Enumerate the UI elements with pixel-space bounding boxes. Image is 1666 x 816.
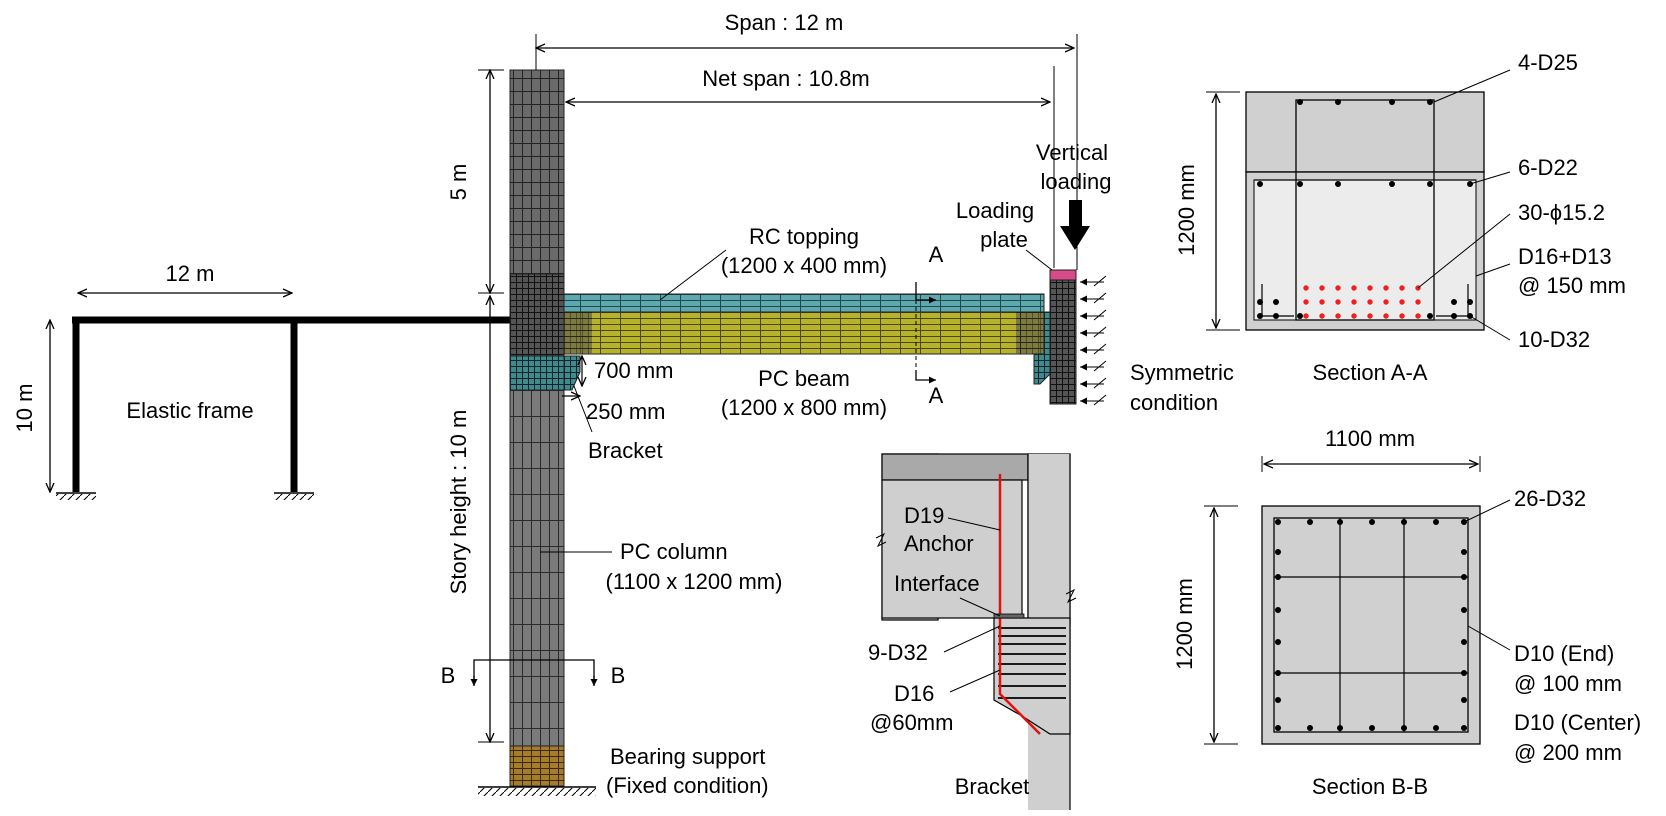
bracket-detail xyxy=(875,453,1077,810)
vertical-loading-label-1: Vertical xyxy=(1036,140,1108,165)
pc-beam xyxy=(563,269,1077,405)
loading-plate-label-1: Loading xyxy=(956,198,1034,223)
section-b-hoop-center: D10 (Center) xyxy=(1514,710,1641,735)
loading-plate-label-2: plate xyxy=(980,227,1028,252)
section-b-hoop-end: D10 (End) xyxy=(1514,641,1614,666)
frame-support-right xyxy=(274,492,314,500)
section-b-hoop-center-spacing: @ 200 mm xyxy=(1514,740,1622,765)
section-b-width-label: 1100 mm xyxy=(1325,426,1415,451)
rc-topping-label: RC topping xyxy=(749,224,859,249)
bracket-label: Bracket xyxy=(588,438,663,463)
section-a-stirrups: D16+D13 xyxy=(1518,244,1612,269)
symmetric-label-1: Symmetric xyxy=(1130,360,1234,385)
section-b-rebar-26d32: 26-D32 xyxy=(1514,486,1586,511)
d19-label: D19 xyxy=(904,503,944,528)
loading-plate xyxy=(1049,269,1077,281)
frame-height-label: 10 m xyxy=(12,384,37,433)
section-a-a xyxy=(1206,91,1485,331)
story-height-label: Story height : 10 m xyxy=(446,410,471,595)
nine-d32-label: 9-D32 xyxy=(868,640,928,665)
span-label: Span : 12 m xyxy=(725,10,844,35)
depth-250-label: 250 mm xyxy=(586,399,665,424)
section-a-stirrup-spacing: @ 150 mm xyxy=(1518,273,1626,298)
frame-support-left xyxy=(56,492,96,500)
bracket-title: Bracket xyxy=(955,774,1030,799)
pc-beam-label: PC beam xyxy=(758,366,850,391)
section-b-title: Section B-B xyxy=(1312,774,1428,799)
column-bracket xyxy=(563,355,581,391)
cut-a-top-label: A xyxy=(929,242,944,267)
pc-column-size: (1100 x 1200 mm) xyxy=(606,569,783,594)
frame-width-label: 12 m xyxy=(166,261,215,286)
pc-beam-size: (1200 x 800 mm) xyxy=(721,395,887,420)
d19-anchor-bar xyxy=(998,474,1041,735)
symmetric-condition-arrows xyxy=(1080,275,1107,406)
pc-column xyxy=(478,69,596,796)
section-a-rebar-10d32: 10-D32 xyxy=(1518,327,1590,352)
rc-topping-size: (1200 x 400 mm) xyxy=(721,253,887,278)
upper-height-label: 5 m xyxy=(446,164,471,201)
net-span-label: Net span : 10.8m xyxy=(702,66,870,91)
bracket-stirrups xyxy=(998,627,1066,699)
cut-b-right-label: B xyxy=(611,663,626,688)
column-base-support xyxy=(478,786,596,796)
section-b-b xyxy=(1204,456,1481,745)
frame-title: Elastic frame xyxy=(126,398,253,423)
depth-700-label: 700 mm xyxy=(594,358,673,383)
anchor-label: Anchor xyxy=(904,531,974,556)
section-a-rebars xyxy=(1257,99,1473,319)
bearing-support-label: Bearing support xyxy=(610,744,765,769)
section-a-height-label: 1200 mm xyxy=(1174,164,1199,256)
prestressing-strands xyxy=(1303,285,1421,319)
pc-column-label: PC column xyxy=(620,539,728,564)
section-a-strands: 30-ϕ15.2 xyxy=(1518,200,1605,225)
d16-spacing-label: @60mm xyxy=(870,710,953,735)
vertical-loading-label-2: loading xyxy=(1041,169,1112,194)
d16-label: D16 xyxy=(894,681,934,706)
section-a-title: Section A-A xyxy=(1313,360,1428,385)
section-b-hoop-end-spacing: @ 100 mm xyxy=(1514,671,1622,696)
cut-a-bottom-label: A xyxy=(929,383,944,408)
fixed-condition-label: (Fixed condition) xyxy=(606,773,769,798)
vertical-load-arrow xyxy=(1060,200,1090,250)
cut-b-left-label: B xyxy=(441,663,456,688)
section-a-rebar-6d22: 6-D22 xyxy=(1518,155,1578,180)
section-b-height-label: 1200 mm xyxy=(1172,578,1197,670)
section-a-cut: A A xyxy=(915,242,944,408)
elastic-frame: 12 m 10 m Elastic frame xyxy=(12,261,518,500)
section-a-rebar-4d25: 4-D25 xyxy=(1518,50,1578,75)
symmetric-label-2: condition xyxy=(1130,390,1218,415)
section-b-rebars xyxy=(1275,519,1467,731)
interface-label: Interface xyxy=(894,571,980,596)
section-b-cut: B B xyxy=(441,659,626,688)
